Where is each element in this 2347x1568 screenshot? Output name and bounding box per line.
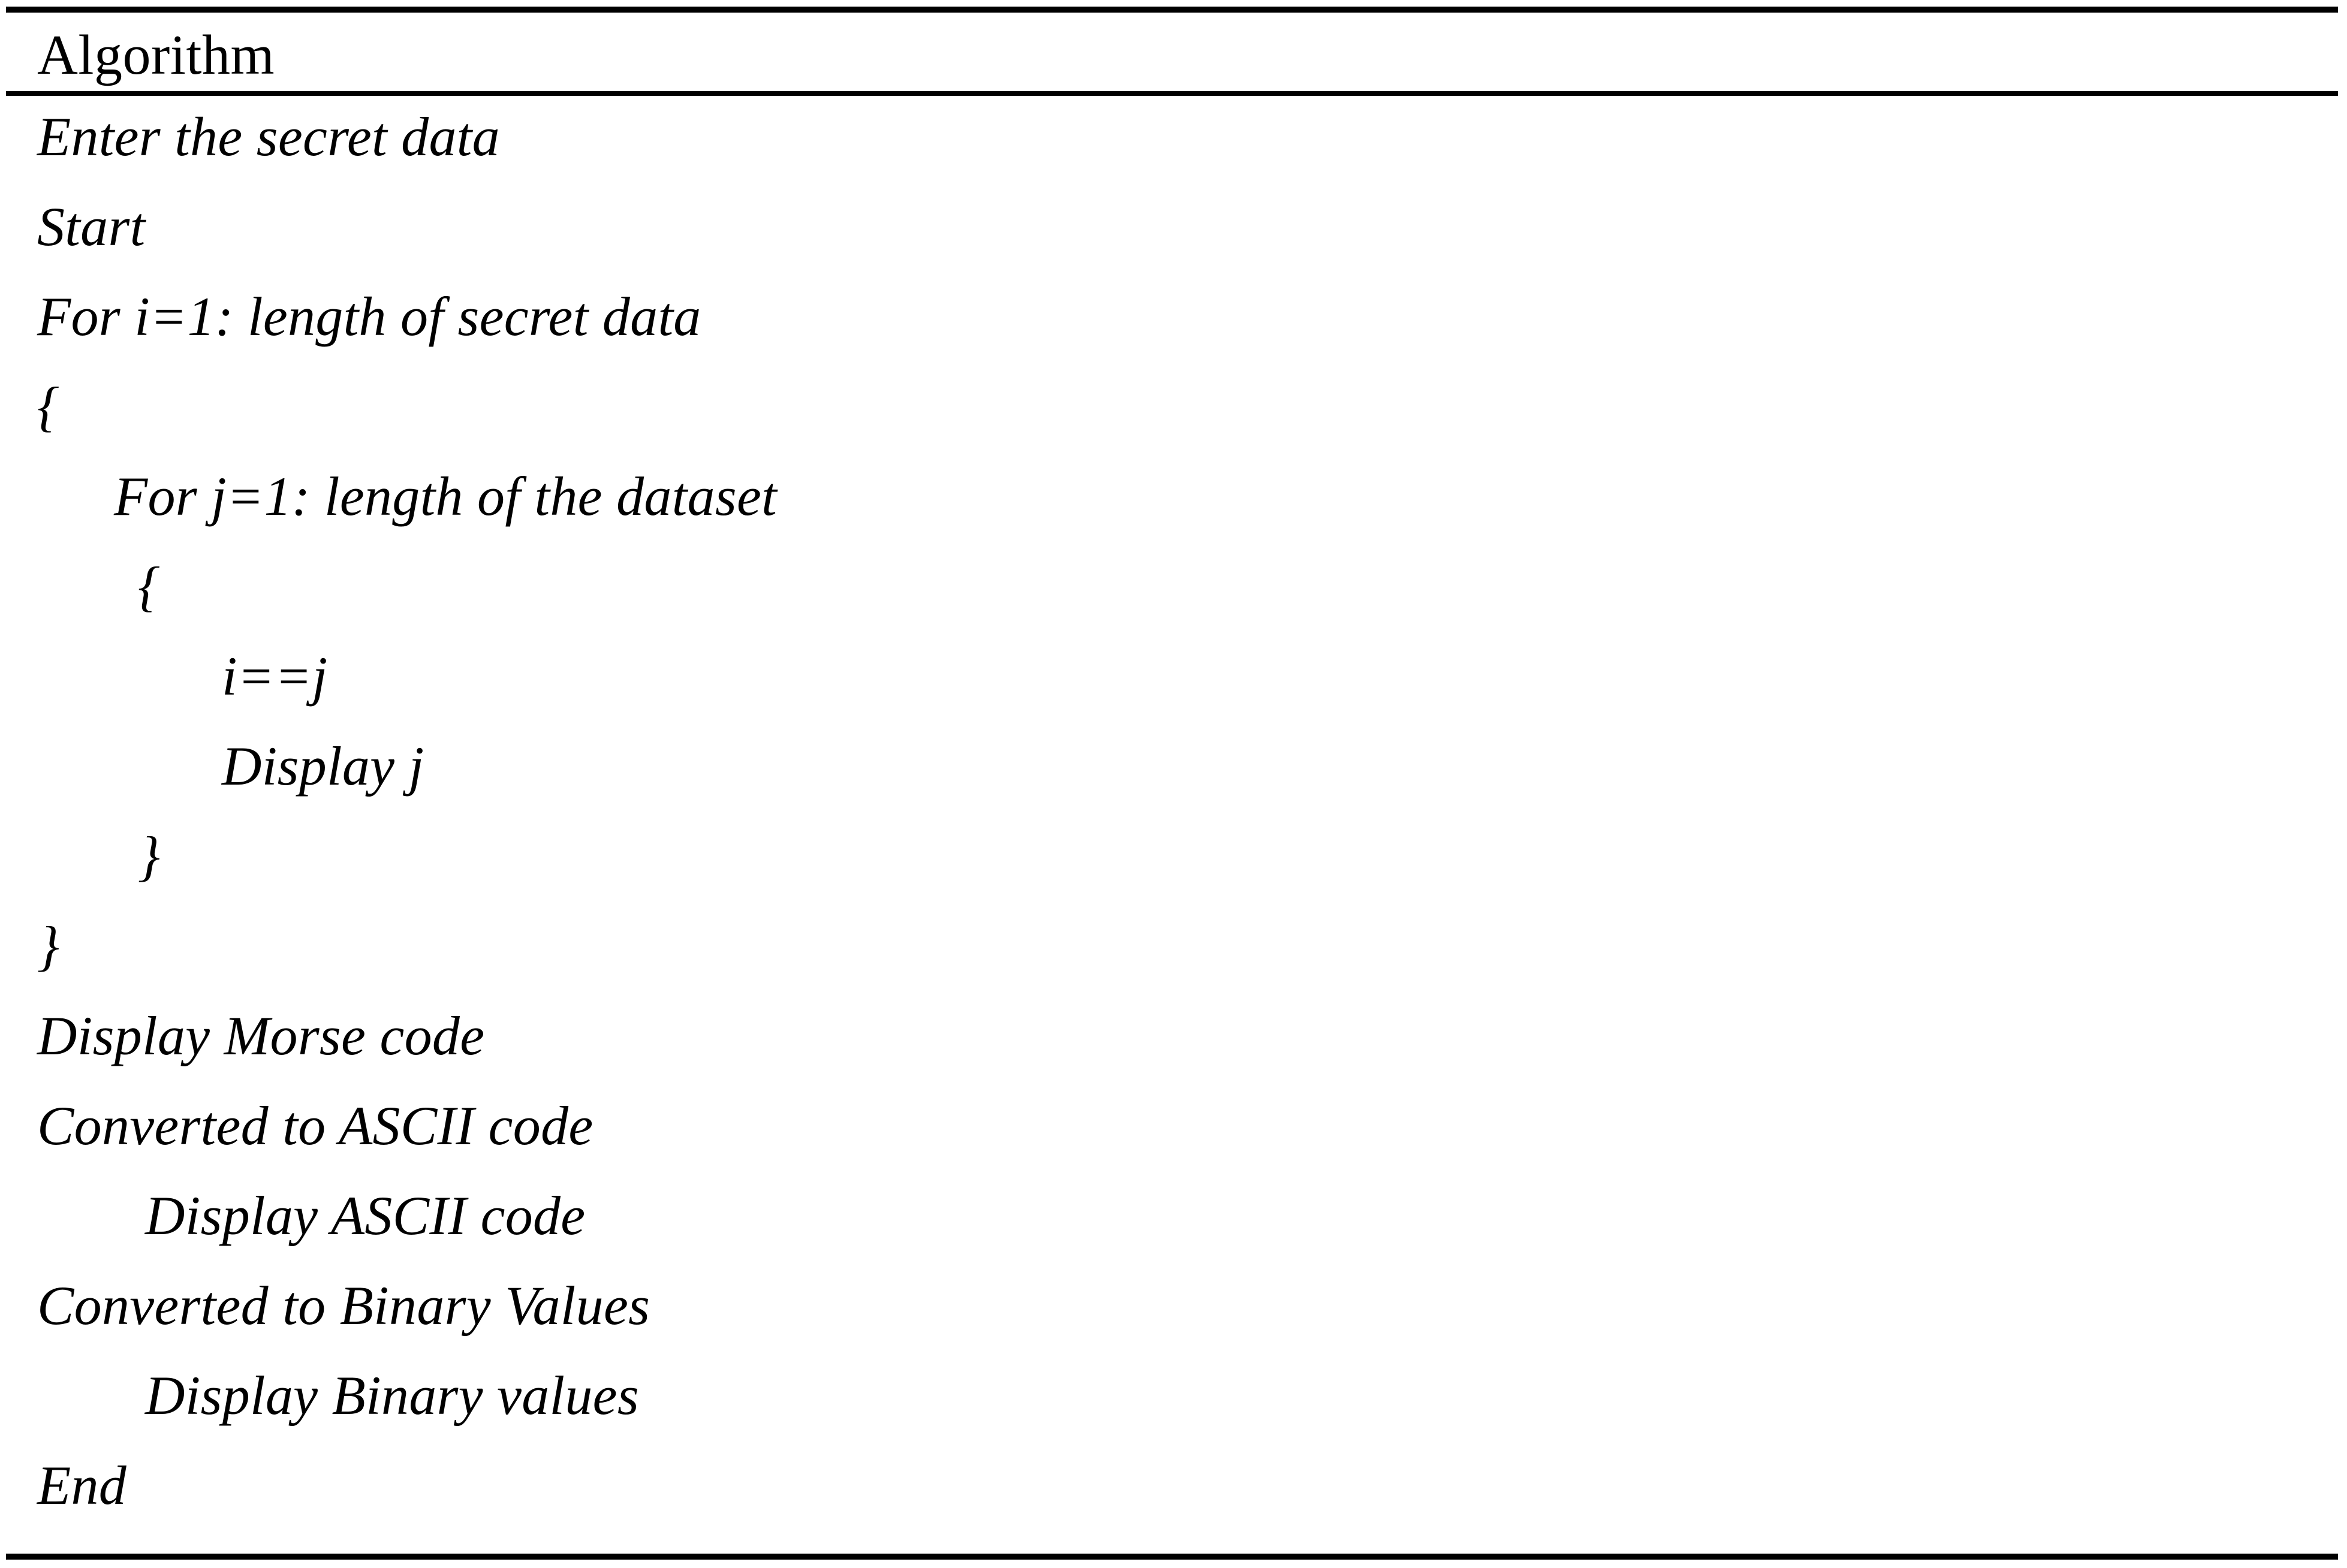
algorithm-step-line: Enter the secret data: [37, 106, 500, 167]
table-bottom-rule: [6, 1554, 2338, 1560]
algorithm-step-line: Display j: [222, 735, 424, 797]
algorithm-step-line: End: [37, 1455, 127, 1516]
algorithm-step-line: {: [37, 376, 60, 437]
algorithm-step-line: Display Morse code: [37, 1005, 485, 1066]
algorithm-header-title: Algorithm: [37, 24, 275, 86]
algorithm-step-line: Converted to Binary Values: [37, 1275, 650, 1336]
algorithm-step-line: Display ASCII code: [145, 1185, 586, 1246]
table-header-rule: [6, 91, 2338, 96]
table-top-rule: [6, 7, 2338, 13]
algorithm-step-line: Converted to ASCII code: [37, 1095, 593, 1156]
algorithm-step-line: Display Binary values: [145, 1365, 639, 1426]
algorithm-step-line: Start: [37, 196, 146, 257]
algorithm-step-line: For j=1: length of the dataset: [114, 466, 777, 527]
algorithm-step-line: For i=1: length of secret data: [37, 286, 701, 347]
algorithm-step-line: }: [37, 915, 60, 976]
algorithm-step-line: {: [138, 556, 161, 617]
algorithm-step-line: i==j: [222, 646, 328, 707]
algorithm-step-line: }: [138, 825, 161, 886]
